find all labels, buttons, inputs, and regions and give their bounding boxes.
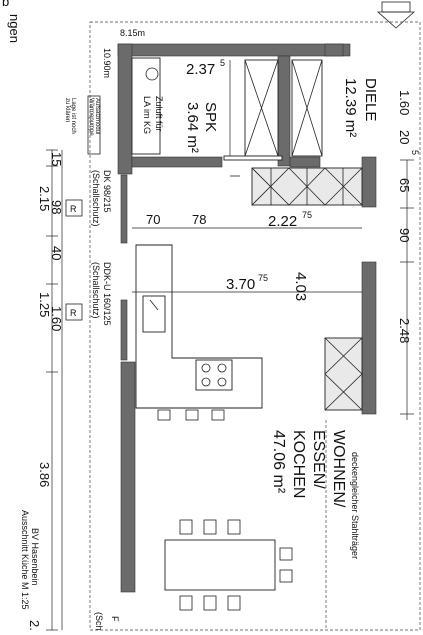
spk-shelf <box>244 59 279 157</box>
wall-spk-right <box>277 55 291 167</box>
window-marker <box>65 303 83 321</box>
window-label: R <box>70 308 77 318</box>
note-left2-line1: Lage ist noch <box>70 98 76 134</box>
door-ddk-line2: (Schallschutz) <box>91 262 101 319</box>
plan-frame <box>89 21 421 631</box>
room-wohnen-area: 47.06 m² <box>270 430 287 494</box>
dim-mid-370: 3.70 <box>226 276 255 293</box>
diele-wardrobe <box>291 59 323 157</box>
edge-f: F <box>110 616 120 622</box>
room-diele-area: 12.39 m² <box>342 78 359 137</box>
dim-mid-222-sup: 75 <box>302 210 312 220</box>
dim-right-90: 90 <box>397 228 412 242</box>
dim-mid-78: 78 <box>192 212 206 227</box>
room-spk-area: 3.64 m² <box>184 102 201 153</box>
wall-left-upper <box>117 43 133 175</box>
wall-left-low <box>120 299 128 361</box>
room-spk-name: SPK <box>202 102 219 132</box>
dim-spk-width: 2.37 <box>186 61 215 78</box>
room-wohnen-line2: ESSEN/ <box>310 430 327 489</box>
edge-b: b <box>2 0 9 9</box>
wall-spk-bottom <box>131 156 223 168</box>
note-box <box>87 95 101 155</box>
note-left2-line2: zu klären <box>64 98 70 122</box>
left-top-dim: 10.90m <box>102 48 112 78</box>
dim-left-160: 1.60 <box>49 306 64 331</box>
wall-left-mid <box>120 174 128 244</box>
dim-right-5: 5 <box>410 150 420 155</box>
door-dk-line2: (Schallschutz) <box>91 170 101 227</box>
tall-cabinet <box>324 337 363 411</box>
wall-cabinets <box>251 167 363 206</box>
room-wohnen-line1: WOHNEN/ <box>330 430 347 508</box>
sliding-door <box>223 155 283 161</box>
edge-sch: (Sch <box>94 612 104 631</box>
section-arrow-icon <box>376 1 416 29</box>
note-left-line1: Aufsatzmodul <box>94 98 100 134</box>
zuluft-line1: Zuluft für <box>154 96 164 132</box>
dim-right-20: 20 <box>397 130 412 144</box>
window-label: R <box>70 204 77 214</box>
dim-spk-width-sup: 5 <box>220 58 225 68</box>
steel-beam-label: deckengleicher Stahlträger <box>350 452 360 559</box>
dim-mid-370-sup: 75 <box>258 273 268 283</box>
bar-stools <box>157 409 225 421</box>
dim-right-248: 2.48 <box>397 318 412 343</box>
wall-diele-bottom <box>289 156 321 168</box>
dim-left-40: 40 <box>49 246 64 260</box>
dim-left-15: 15 <box>49 152 64 166</box>
dim-right-160: 1.60 <box>397 90 412 115</box>
dim-left-125: 1.25 <box>37 292 52 317</box>
dim-mid-222: 2.22 <box>268 213 297 230</box>
window-marker <box>65 199 83 217</box>
dim-mid-403: 4.03 <box>292 272 309 301</box>
wall-top <box>117 43 351 57</box>
room-wohnen-line3: KOCHEN <box>290 430 307 498</box>
wall-right-upper <box>361 156 377 208</box>
footer-line1: BV Hasenbein <box>30 528 40 586</box>
dim-left-215: 2.15 <box>37 186 52 211</box>
edge-2: 2. <box>27 620 42 631</box>
room-diele-name: DIELE <box>362 78 379 121</box>
wall-right-lower <box>361 261 377 415</box>
zuluft-line2: LA im KG <box>142 96 152 134</box>
pipe-icon <box>145 67 159 81</box>
dim-mid-70: 70 <box>146 212 160 227</box>
cooktop-icon <box>195 359 233 391</box>
door-dk-line1: DK 98/215 <box>102 170 112 213</box>
edge-word: ngen <box>7 14 22 43</box>
dim-left-386: 3.86 <box>37 462 52 487</box>
door-ddk-line1: DDK-U 160/125 <box>102 262 112 326</box>
dining-table <box>164 519 293 611</box>
dim-left-98: 98 <box>49 200 64 214</box>
wall-left-bottom <box>120 361 136 593</box>
note-left-line2: Wärmepumpe <box>88 98 94 136</box>
top-dim: 8.15m <box>120 28 145 38</box>
wall-diele <box>324 43 344 57</box>
footer-line2: Ausschnitt Küche M 1:25 <box>20 510 30 610</box>
dim-right-65: 65 <box>397 178 412 192</box>
